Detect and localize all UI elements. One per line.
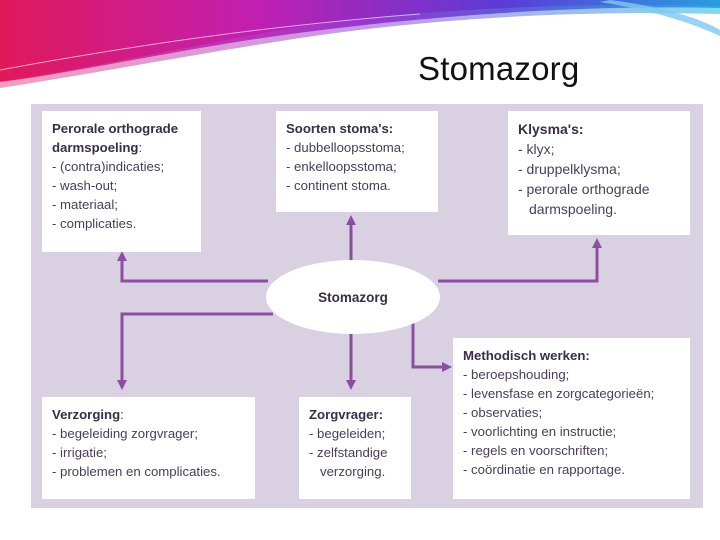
box-item: - complicaties. [52, 216, 137, 231]
box-item: - begeleiding zorgvrager; [52, 426, 198, 441]
box-item: - begeleiden; [309, 426, 386, 441]
connector-to-perorale [117, 251, 268, 283]
box-heading: Verzorging [52, 407, 121, 422]
box-item: - regels en voorschriften; [463, 443, 609, 458]
box-soorten-stomas: Soorten stoma's: - dubbelloopsstoma; - e… [276, 111, 438, 212]
box-item: - problemen en complicaties. [52, 464, 221, 479]
box-item: - zelfstandige verzorging. [309, 445, 388, 479]
box-item: - continent stoma. [286, 178, 391, 193]
box-item: - observaties; [463, 405, 543, 420]
box-zorgvrager: Zorgvrager: - begeleiden; - zelfstandige… [299, 397, 411, 499]
box-heading-colon: : [138, 140, 143, 155]
box-item: - klyx; [518, 141, 555, 157]
box-item: - dubbelloopsstoma; [286, 140, 405, 155]
connector-to-methodisch [411, 322, 452, 372]
box-klysmas: Klysma's: - klyx; - druppelklysma; - per… [508, 111, 690, 235]
box-heading: Perorale orthograde [52, 121, 179, 136]
box-item: - (contra)indicaties; [52, 159, 165, 174]
box-item: - materiaal; [52, 197, 118, 212]
box-item: - beroepshouding; [463, 367, 570, 382]
box-item: - voorlichting en instructie; [463, 424, 617, 439]
box-heading: Klysma's: [518, 121, 584, 137]
box-heading: Zorgvrager: [309, 407, 384, 422]
box-heading-cont: darmspoeling [52, 140, 139, 155]
box-verzorging: Verzorging: - begeleiding zorgvrager; - … [42, 397, 255, 499]
box-heading: Soorten stoma's: [286, 121, 394, 136]
center-node: Stomazorg [266, 260, 440, 334]
box-item: - enkelloopsstoma; [286, 159, 397, 174]
connector-to-klysma [438, 238, 602, 283]
box-item: - druppelklysma; [518, 161, 621, 177]
box-item: - levensfase en zorgcategorieën; [463, 386, 655, 401]
header-swoosh-decoration [0, 0, 720, 88]
box-heading-colon: : [120, 407, 124, 422]
box-item: - irrigatie; [52, 445, 107, 460]
box-perorale-orthograde-darmspoeling: Perorale orthograde darmspoeling: - (con… [42, 111, 201, 252]
box-item: - wash-out; [52, 178, 118, 193]
center-node-label: Stomazorg [318, 289, 388, 305]
box-item: - perorale orthograde darmspoeling. [518, 181, 650, 217]
slide-title: Stomazorg [418, 50, 580, 87]
box-methodisch-werken: Methodisch werken: - beroepshouding; - l… [453, 338, 690, 499]
connector-to-verzorging [117, 312, 273, 390]
box-heading: Methodisch werken: [463, 348, 590, 363]
box-item: - coördinatie en rapportage. [463, 462, 626, 477]
